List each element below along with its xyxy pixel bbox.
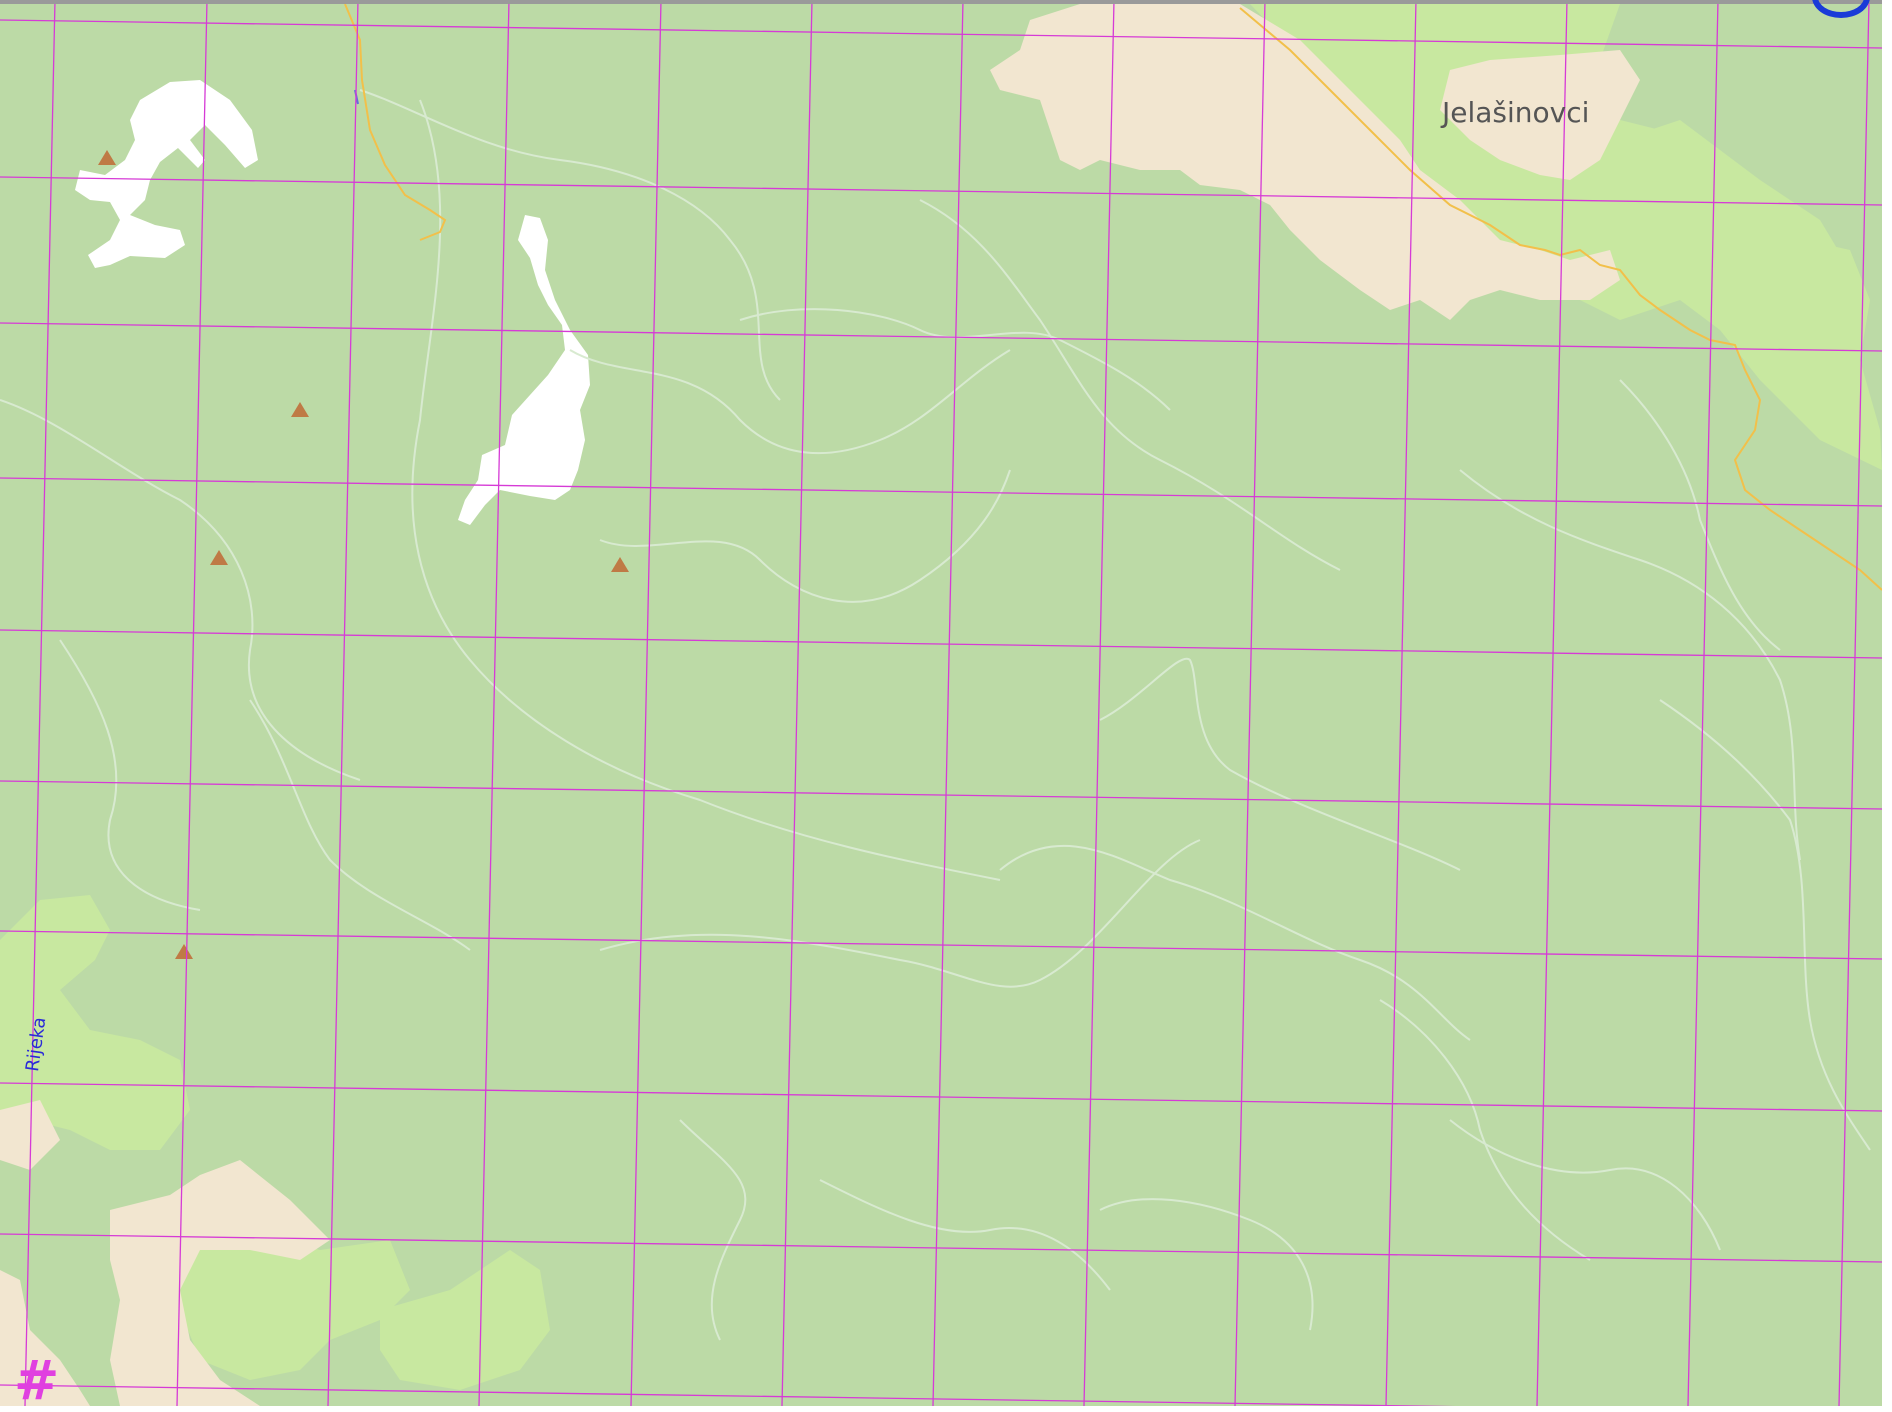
grid-line-horizontal [0,629,1883,659]
grid-line-vertical [327,0,359,1406]
grid-line-vertical [1234,0,1266,1406]
grid-line-vertical [781,0,813,1406]
map-right-edge [1882,0,1892,1406]
grid-line-vertical [478,0,510,1406]
meadow-area [1250,4,1882,470]
grid-line-vertical [1083,0,1115,1406]
meadow-area [170,1230,410,1380]
grid-line-horizontal [0,780,1883,810]
peak-triangle-icon [175,944,193,959]
water-body [75,80,258,268]
grid-line-vertical [932,0,964,1406]
water-body [458,215,590,525]
grid-line-horizontal [0,1384,1456,1406]
grid-line-vertical [24,0,56,1406]
meadow-area [380,1250,550,1390]
grid-line-horizontal [0,19,1883,49]
grid-marker-label: # [14,1349,60,1412]
grid-line-horizontal [0,477,1883,507]
grid-line-vertical [1838,0,1870,1406]
peak-triangle-icon [210,550,228,565]
grid-line-horizontal [0,176,1883,206]
peak-triangle-icon [611,557,629,572]
grid-line-horizontal [0,322,1883,352]
peak-triangle-icon [291,402,309,417]
place-label-village: Jelašinovci [1442,96,1590,129]
peak-triangle-icon [98,150,116,165]
grid-line-vertical [1687,0,1719,1406]
meadow-area [1610,120,1850,320]
residential-area [110,1160,330,1406]
peak-markers [98,150,629,959]
contour-lines [0,89,1871,1341]
grid-line-horizontal [0,930,1883,960]
window-top-edge [0,0,1892,4]
residential-area [0,1100,60,1170]
grid-line-vertical [1385,0,1417,1406]
grid-line-horizontal [0,1233,1883,1263]
residential-area [990,4,1620,320]
road [344,3,1883,591]
grid-line-vertical [176,0,208,1406]
residential-area [0,1270,90,1406]
residential-area [1440,50,1640,180]
grid-line-vertical [1536,0,1568,1406]
grid-line-vertical [630,0,662,1406]
grid-line-horizontal [0,1082,1883,1112]
meadow-area [0,895,190,1150]
